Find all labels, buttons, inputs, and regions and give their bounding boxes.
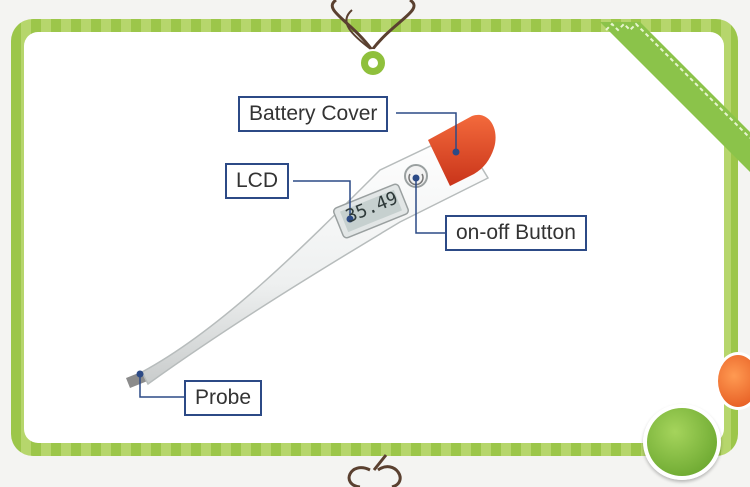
lcd-dot xyxy=(346,215,354,223)
probe-callout: Probe xyxy=(184,380,263,416)
battery-cover-callout: Battery Cover xyxy=(238,96,389,132)
leader-lines xyxy=(139,112,457,398)
lcd-callout: LCD xyxy=(225,163,290,199)
thermometer xyxy=(126,114,496,388)
corner-ribbon-decoration xyxy=(600,22,750,172)
probe-dot xyxy=(136,370,144,378)
orange-button-decoration xyxy=(715,352,750,410)
thermometer-body xyxy=(141,131,490,386)
battery-cover-cap xyxy=(428,114,496,186)
battery-cover-dot xyxy=(452,148,460,156)
on-off-button-callout: on-off Button xyxy=(445,215,587,251)
lcd-screen xyxy=(333,183,409,239)
green-button-decoration xyxy=(643,404,721,480)
bottom-bow-decoration xyxy=(347,454,402,487)
on-off-dot xyxy=(412,174,420,182)
top-bow-decoration xyxy=(330,0,416,77)
